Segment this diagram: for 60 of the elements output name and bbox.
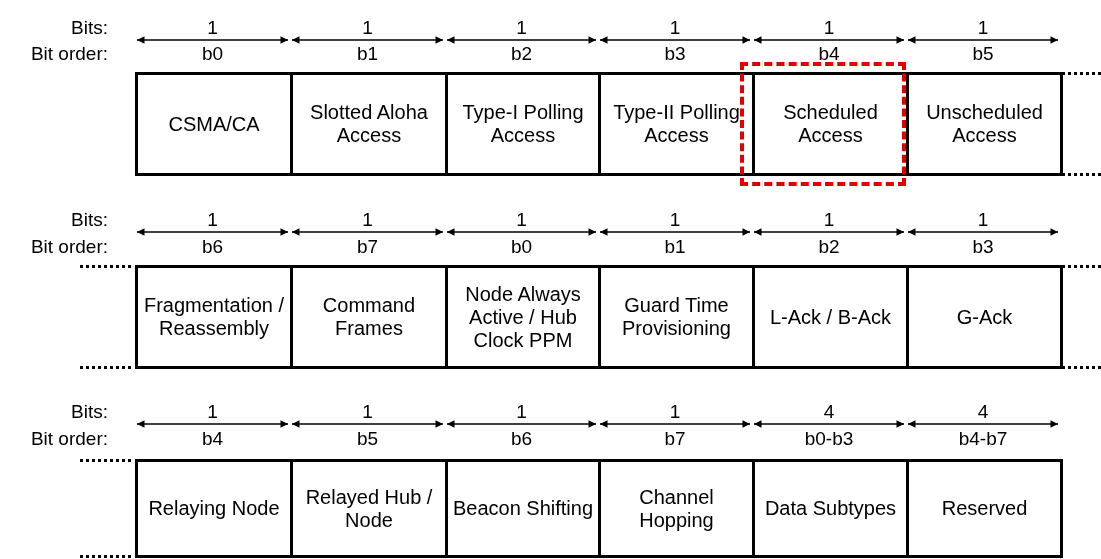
bit-field-cell: Data Subtypes <box>752 459 909 558</box>
bit-order-label: b3 <box>971 237 995 257</box>
bit-width-label: 1 <box>206 210 219 230</box>
bit-field-cell: Beacon Shifting <box>445 459 601 558</box>
bit-order-label: b0 <box>200 44 225 64</box>
bit-order-label: b7 <box>355 237 380 257</box>
bit-width-label: 1 <box>361 210 374 230</box>
bit-order-label: b0 <box>509 237 534 257</box>
bit-width-label: 4 <box>822 402 836 422</box>
bit-field-cell: Unscheduled Access <box>906 72 1063 176</box>
bit-order-label: b3 <box>663 44 687 64</box>
bit-width-label: 1 <box>668 210 682 230</box>
bit-order-label: b1 <box>663 237 687 257</box>
bit-width-label: 1 <box>668 402 682 422</box>
bit-field-cell: L-Ack / B-Ack <box>752 265 909 369</box>
bit-field-cell: G-Ack <box>906 265 1063 369</box>
bit-order-label: b4 <box>817 44 841 64</box>
bit-order-label: b4-b7 <box>957 429 1009 449</box>
row-label: Bit order: <box>30 429 108 449</box>
bit-order-label: b6 <box>200 237 225 257</box>
bit-width-label: 1 <box>206 402 219 422</box>
bit-field-cell: Fragmentation / Reassembly <box>135 265 293 369</box>
bit-order-label: b2 <box>509 44 534 64</box>
bit-field-cell: Command Frames <box>290 265 448 369</box>
bit-field-cell: Scheduled Access <box>752 72 909 176</box>
bit-width-label: 1 <box>976 18 990 38</box>
bit-field-cell: Guard Time Provisioning <box>598 265 755 369</box>
bit-order-label: b5 <box>355 429 380 449</box>
bit-field-cell: Node Always Active / Hub Clock PPM <box>445 265 601 369</box>
row-label: Bit order: <box>30 44 108 64</box>
bit-width-label: 1 <box>822 210 836 230</box>
bit-order-label: b4 <box>200 429 225 449</box>
bit-width-label: 1 <box>515 210 528 230</box>
bit-order-label: b5 <box>971 44 995 64</box>
bit-order-label: b2 <box>817 237 841 257</box>
bit-order-label: b1 <box>355 44 380 64</box>
bit-width-label: 1 <box>515 18 528 38</box>
row-label: Bits: <box>71 402 108 422</box>
bit-width-label: 4 <box>976 402 990 422</box>
bit-field-cell: Channel Hopping <box>598 459 755 558</box>
row-label: Bit order: <box>30 237 108 257</box>
bit-order-label: b6 <box>509 429 534 449</box>
bit-order-label: b7 <box>663 429 687 449</box>
bit-field-cell: Type-I Polling Access <box>445 72 601 176</box>
bit-width-label: 1 <box>515 402 528 422</box>
row-label: Bits: <box>71 18 108 38</box>
bit-order-label: b0-b3 <box>803 429 855 449</box>
bit-width-label: 1 <box>361 402 374 422</box>
bit-width-label: 1 <box>668 18 682 38</box>
bit-field-cell: Relayed Hub / Node <box>290 459 448 558</box>
bit-field-cell: CSMA/CA <box>135 72 293 176</box>
bit-width-label: 1 <box>361 18 374 38</box>
bit-field-cell: Slotted Aloha Access <box>290 72 448 176</box>
bit-width-label: 1 <box>822 18 836 38</box>
bit-field-cell: Relaying Node <box>135 459 293 558</box>
row-label: Bits: <box>71 210 108 230</box>
bit-field-cell: Type-II Polling Access <box>598 72 755 176</box>
bit-width-label: 1 <box>976 210 990 230</box>
bit-field-cell: Reserved <box>906 459 1063 558</box>
bit-width-label: 1 <box>206 18 219 38</box>
